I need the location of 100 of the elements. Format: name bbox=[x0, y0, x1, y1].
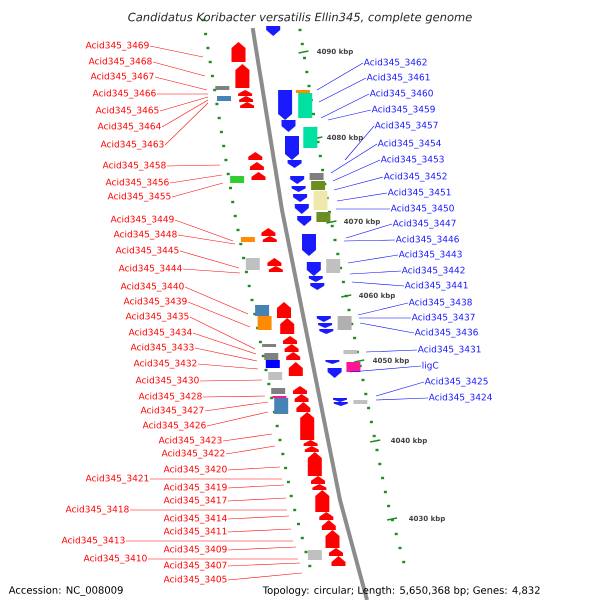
gene-label: Acid345_3437 bbox=[412, 314, 475, 322]
gene-label: Acid345_3407 bbox=[164, 562, 227, 570]
gene-label: Acid345_3447 bbox=[392, 220, 456, 228]
gene-label: Acid345_3446 bbox=[396, 236, 459, 244]
leader-line bbox=[228, 562, 300, 566]
leader-line bbox=[320, 94, 370, 118]
gene-label: Acid345_3462 bbox=[364, 58, 427, 68]
leader-line bbox=[152, 62, 206, 76]
gene-label: Acid345_3411 bbox=[164, 528, 226, 536]
footer-text: Topology: circular; Length: 5,650,368 bp; Genes: 4,832 bbox=[262, 586, 540, 596]
gene-label: Acid345_3440 bbox=[120, 282, 184, 292]
leader-line bbox=[228, 528, 292, 532]
gene-label: Acid345_3463 bbox=[100, 140, 164, 150]
gene-label: Acid345_3427 bbox=[140, 406, 204, 416]
gene-label: Acid345_3441 bbox=[404, 282, 468, 290]
gene-label: Acid345_3453 bbox=[380, 156, 444, 164]
leader-line bbox=[150, 478, 282, 480]
footer-text: Accession: NC_008009 bbox=[8, 586, 123, 596]
gene-label: Acid345_3443 bbox=[398, 250, 462, 260]
leader-line bbox=[346, 224, 392, 238]
leader-line bbox=[184, 286, 248, 314]
leader-line bbox=[188, 302, 250, 328]
gene-label: Acid345_3422 bbox=[162, 450, 224, 458]
gene-label: Acid345_3452 bbox=[384, 172, 447, 182]
leader-line bbox=[330, 144, 378, 174]
leader-line bbox=[328, 110, 372, 120]
leader-line bbox=[228, 572, 302, 580]
leader-line bbox=[170, 174, 222, 184]
gene-label: Acid345_3436 bbox=[414, 328, 478, 338]
leader-line bbox=[366, 350, 418, 352]
leader-line bbox=[228, 546, 296, 550]
leader-line bbox=[228, 466, 280, 470]
gene-label: Acid345_3456 bbox=[106, 178, 169, 188]
leader-line bbox=[228, 516, 290, 520]
leader-line bbox=[202, 396, 266, 398]
gene-label: Acid345_3466 bbox=[92, 90, 156, 98]
gene-label: Acid345_3467 bbox=[90, 72, 154, 82]
gene-label: Acid345_3419 bbox=[164, 484, 227, 492]
leader-line bbox=[192, 332, 256, 354]
leader-line bbox=[360, 322, 414, 334]
leader-line bbox=[194, 348, 258, 362]
gene-label: Acid345_3438 bbox=[408, 298, 472, 308]
gene-label: Acid345_3460 bbox=[370, 90, 433, 98]
leader-line bbox=[160, 96, 208, 112]
gene-label: Acid345_3461 bbox=[366, 74, 430, 82]
gene-label: Acid345_3445 bbox=[116, 246, 179, 256]
gene-label: Acid345_3405 bbox=[164, 576, 227, 584]
leader-line bbox=[198, 364, 258, 370]
gene-label: Acid345_3469 bbox=[86, 42, 149, 50]
gene-label: Acid345_3430 bbox=[136, 376, 199, 386]
leader-line bbox=[318, 78, 366, 102]
leader-line bbox=[344, 240, 396, 242]
leader-line bbox=[334, 176, 384, 190]
gene-label: Acid345_3418 bbox=[66, 506, 129, 514]
leader-line bbox=[226, 446, 276, 454]
leader-line bbox=[344, 126, 374, 160]
leader-line bbox=[166, 164, 220, 166]
leader-line bbox=[358, 302, 408, 316]
gene-label: Acid345_3420 bbox=[164, 466, 227, 474]
leader-line bbox=[376, 398, 428, 400]
gene-label: Acid345_3410 bbox=[84, 554, 147, 564]
title: Candidatus Koribacter versatilis Ellin345, complete genome bbox=[128, 12, 472, 24]
leader-line bbox=[200, 380, 262, 382]
leader-line bbox=[336, 192, 388, 202]
leader-line bbox=[162, 100, 208, 128]
gene-label: Acid345_3424 bbox=[428, 394, 492, 402]
gene-label: Acid345_3421 bbox=[86, 474, 148, 484]
leader-line bbox=[228, 498, 286, 502]
leader-line bbox=[154, 76, 208, 90]
leader-line bbox=[126, 540, 294, 542]
leader-line bbox=[228, 484, 284, 488]
leader-line bbox=[336, 208, 390, 210]
gene-label: Acid345_3465 bbox=[96, 106, 159, 116]
gene-label: Acid345_3458 bbox=[102, 162, 166, 170]
gene-label: Acid345_3468 bbox=[88, 58, 152, 66]
gene-label: Acid345_3444 bbox=[118, 264, 182, 274]
gene-label: Acid345_3442 bbox=[402, 266, 465, 276]
gene-label: Acid345_3434 bbox=[128, 328, 192, 338]
leader-line bbox=[350, 366, 422, 372]
gene-label: Acid345_3457 bbox=[374, 122, 438, 130]
gene-label: Acid345_3448 bbox=[114, 230, 177, 240]
gene-label: Acid345_3439 bbox=[124, 298, 187, 306]
leader-line bbox=[222, 434, 272, 442]
gene-label: Acid345_3455 bbox=[108, 192, 171, 202]
gene-label: Acid345_3425 bbox=[424, 378, 488, 386]
leader-line bbox=[348, 254, 398, 264]
gene-label: Acid345_3428 bbox=[138, 392, 202, 402]
gene-label: Acid345_3431 bbox=[418, 346, 481, 354]
gene-label: Acid345_3449 bbox=[110, 216, 174, 224]
leader-line bbox=[182, 268, 240, 274]
leader-line bbox=[190, 316, 256, 350]
leader-line bbox=[172, 182, 224, 198]
leader-line bbox=[148, 558, 298, 560]
gene-label: Acid345_3459 bbox=[372, 106, 435, 114]
leader-line bbox=[350, 270, 402, 274]
leader-line bbox=[376, 382, 424, 396]
leader-line bbox=[352, 282, 404, 286]
gene-label: Acid345_3414 bbox=[164, 514, 227, 524]
gene-label: Acid345_3451 bbox=[388, 188, 451, 198]
gene-label: Acid345_3432 bbox=[134, 360, 196, 368]
